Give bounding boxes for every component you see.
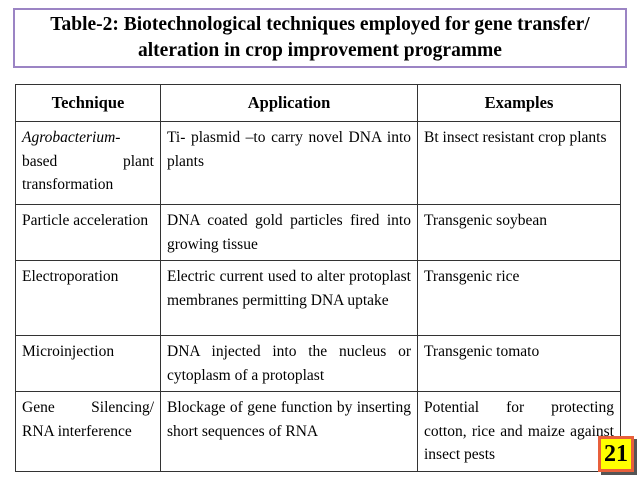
table-row: Agrobacterium- based plant transformatio… (15, 121, 621, 205)
column-header-examples: Examples (417, 84, 621, 122)
cell-technique: Particle acceleration (15, 204, 161, 261)
biotech-techniques-table: Technique Application Examples Agrobacte… (15, 84, 621, 472)
slide-title-box: Table-2: Biotechnological techniques emp… (13, 8, 627, 68)
cell-application: Ti- plasmid –to carry novel DNA into pla… (160, 121, 418, 205)
table-row: Gene Silencing/ RNA interference Blockag… (15, 391, 621, 472)
table-row: Electroporation Electric current used to… (15, 260, 621, 336)
cell-application: Blockage of gene function by inserting s… (160, 391, 418, 472)
cell-technique: Electroporation (15, 260, 161, 336)
column-header-application: Application (160, 84, 418, 122)
cell-examples: Transgenic soybean (417, 204, 621, 261)
table-row: Particle acceleration DNA coated gold pa… (15, 204, 621, 261)
cell-technique: Gene Silencing/ RNA interference (15, 391, 161, 472)
cell-examples: Transgenic tomato (417, 335, 621, 392)
column-header-technique: Technique (15, 84, 161, 122)
technique-text: based plant transformation (22, 152, 154, 194)
cell-application: DNA injected into the nucleus or cytopla… (160, 335, 418, 392)
cell-examples: Potential for protecting cotton, rice an… (417, 391, 621, 472)
technique-organism-name: Agrobacterium- (22, 129, 121, 146)
page-title: Table-2: Biotechnological techniques emp… (50, 14, 590, 61)
table-header-row: Technique Application Examples (15, 84, 621, 122)
cell-technique: Agrobacterium- based plant transformatio… (15, 121, 161, 205)
cell-technique: Microinjection (15, 335, 161, 392)
table-row: Microinjection DNA injected into the nuc… (15, 335, 621, 392)
cell-examples: Bt insect resistant crop plants (417, 121, 621, 205)
page-number-text: 21 (604, 441, 628, 467)
cell-application: DNA coated gold particles fired into gro… (160, 204, 418, 261)
cell-examples: Transgenic rice (417, 260, 621, 336)
cell-application: Electric current used to alter protoplas… (160, 260, 418, 336)
page-number-badge: 21 (598, 436, 634, 472)
